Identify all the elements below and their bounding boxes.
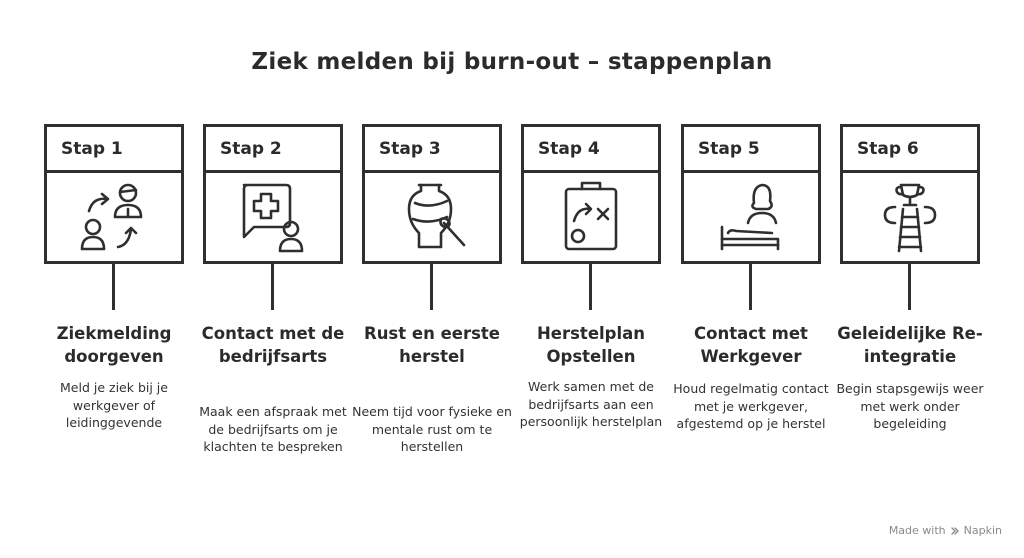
step-description: Werk samen met de bedrijfsarts aan een p… — [519, 379, 663, 429]
vase-brush-icon — [407, 183, 466, 249]
page-title: Ziek melden bij burn-out – stappenplan — [251, 49, 773, 75]
doctor-consult-icon — [242, 183, 304, 253]
footer-made-with: Made with — [888, 524, 946, 537]
footer-brand[interactable]: Napkin — [963, 524, 1002, 537]
step-description: Neem tijd voor fysieke en mentale rust o… — [352, 404, 512, 454]
step-tag: Stap 6 — [843, 127, 977, 173]
step-title: Ziekmelding doorgeven — [56, 324, 172, 366]
connector-line — [908, 263, 911, 310]
step-title: Herstelplan Opstellen — [536, 324, 646, 366]
step-card: Stap 1 — [44, 124, 184, 264]
step-card: Stap 4 — [521, 124, 661, 264]
step-4: Stap 4 Herstelplan Opstellen Werk samen … — [520, 124, 662, 429]
step-6: Stap 6 Geleidelijke Re-integratie Begin … — [836, 124, 984, 431]
step-title: Contact met de bedrijfsarts — [201, 324, 345, 366]
step-tag: Stap 3 — [365, 127, 499, 173]
clipboard-plan-icon — [564, 181, 618, 251]
step-tag: Stap 2 — [206, 127, 340, 173]
step-1: Stap 1 Ziekmelding doorgeven Meld je zie… — [44, 124, 184, 430]
step-tag: Stap 5 — [684, 127, 818, 173]
connector-line — [589, 263, 592, 310]
connector-line — [271, 263, 274, 310]
person-bed-icon — [720, 183, 780, 251]
step-description: Houd regelmatig contact met je werkgever… — [673, 381, 829, 431]
step-description: Meld je ziek bij je werkgever of leiding… — [60, 380, 168, 430]
step-description: Maak een afspraak met de bedrijfsarts om… — [199, 404, 347, 454]
step-tag: Stap 1 — [47, 127, 181, 173]
step-card: Stap 5 — [681, 124, 821, 264]
connector-line — [112, 263, 115, 310]
step-5: Stap 5 Contact met Werkgever Houd regelm… — [673, 124, 829, 431]
people-exchange-icon — [80, 183, 143, 251]
step-card: Stap 6 — [840, 124, 980, 264]
connector-line — [430, 263, 433, 310]
step-description: Begin stapsgewijs weer met werk onder be… — [836, 381, 984, 431]
connector-line — [749, 263, 752, 310]
step-tag: Stap 4 — [524, 127, 658, 173]
step-title: Geleidelijke Re-integratie — [837, 324, 983, 366]
footer-credit: Made with Napkin — [889, 524, 1002, 537]
step-card: Stap 2 — [203, 124, 343, 264]
ladder-trophy-icon — [883, 183, 937, 253]
napkin-logo-icon — [950, 526, 959, 535]
step-card: Stap 3 — [362, 124, 502, 264]
step-title: Rust en eerste herstel — [363, 324, 500, 366]
step-2: Stap 2 Contact met de bedrijfsarts Maak … — [199, 124, 347, 454]
step-title: Contact met Werkgever — [694, 324, 808, 366]
step-3: Stap 3 Rust en eerste herstel Neem tijd … — [352, 124, 512, 454]
